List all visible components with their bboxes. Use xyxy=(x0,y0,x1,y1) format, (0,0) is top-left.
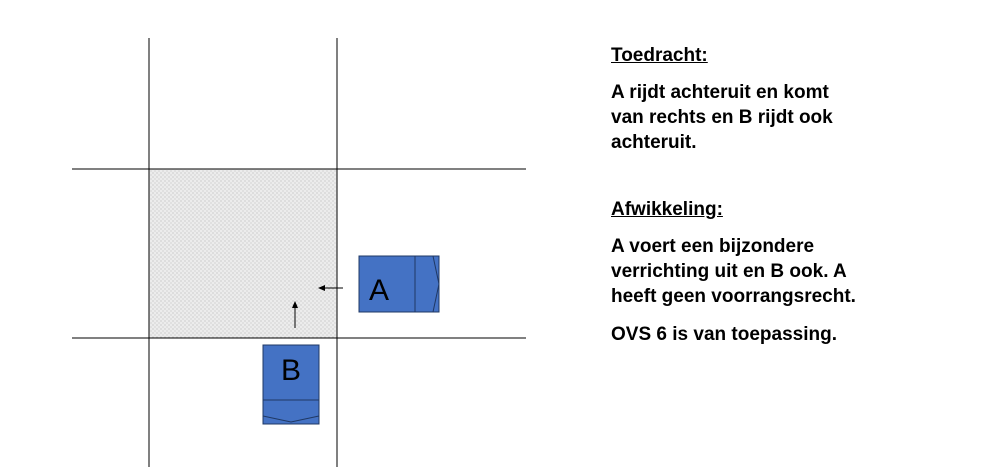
arrow-left-icon xyxy=(318,285,343,291)
road-lines xyxy=(72,38,526,467)
description-panel: Toedracht: A rijdt achteruit en komt van… xyxy=(611,44,981,347)
afwikkeling-heading: Afwikkeling: xyxy=(611,199,723,220)
vehicle-a-front-icon xyxy=(432,255,440,313)
ovs-text: OVS 6 is van toepassing. xyxy=(611,324,837,345)
intersection-area xyxy=(149,169,337,338)
vehicle-b-front-icon xyxy=(262,415,320,423)
arrow-up-icon xyxy=(292,301,298,328)
vehicle-a-label: A xyxy=(369,274,389,307)
vehicle-b-label: B xyxy=(281,354,301,387)
afwikkeling-text: A voert een bijzondere verrichting uit e… xyxy=(611,236,856,307)
vehicle-b-body xyxy=(262,344,320,425)
toedracht-heading: Toedracht: xyxy=(611,45,708,66)
vehicle-a-body xyxy=(358,255,440,313)
toedracht-text: A rijdt achteruit en komt van rechts en … xyxy=(611,82,833,153)
vehicle-a: A xyxy=(358,255,440,313)
vehicle-b: B xyxy=(262,344,320,425)
